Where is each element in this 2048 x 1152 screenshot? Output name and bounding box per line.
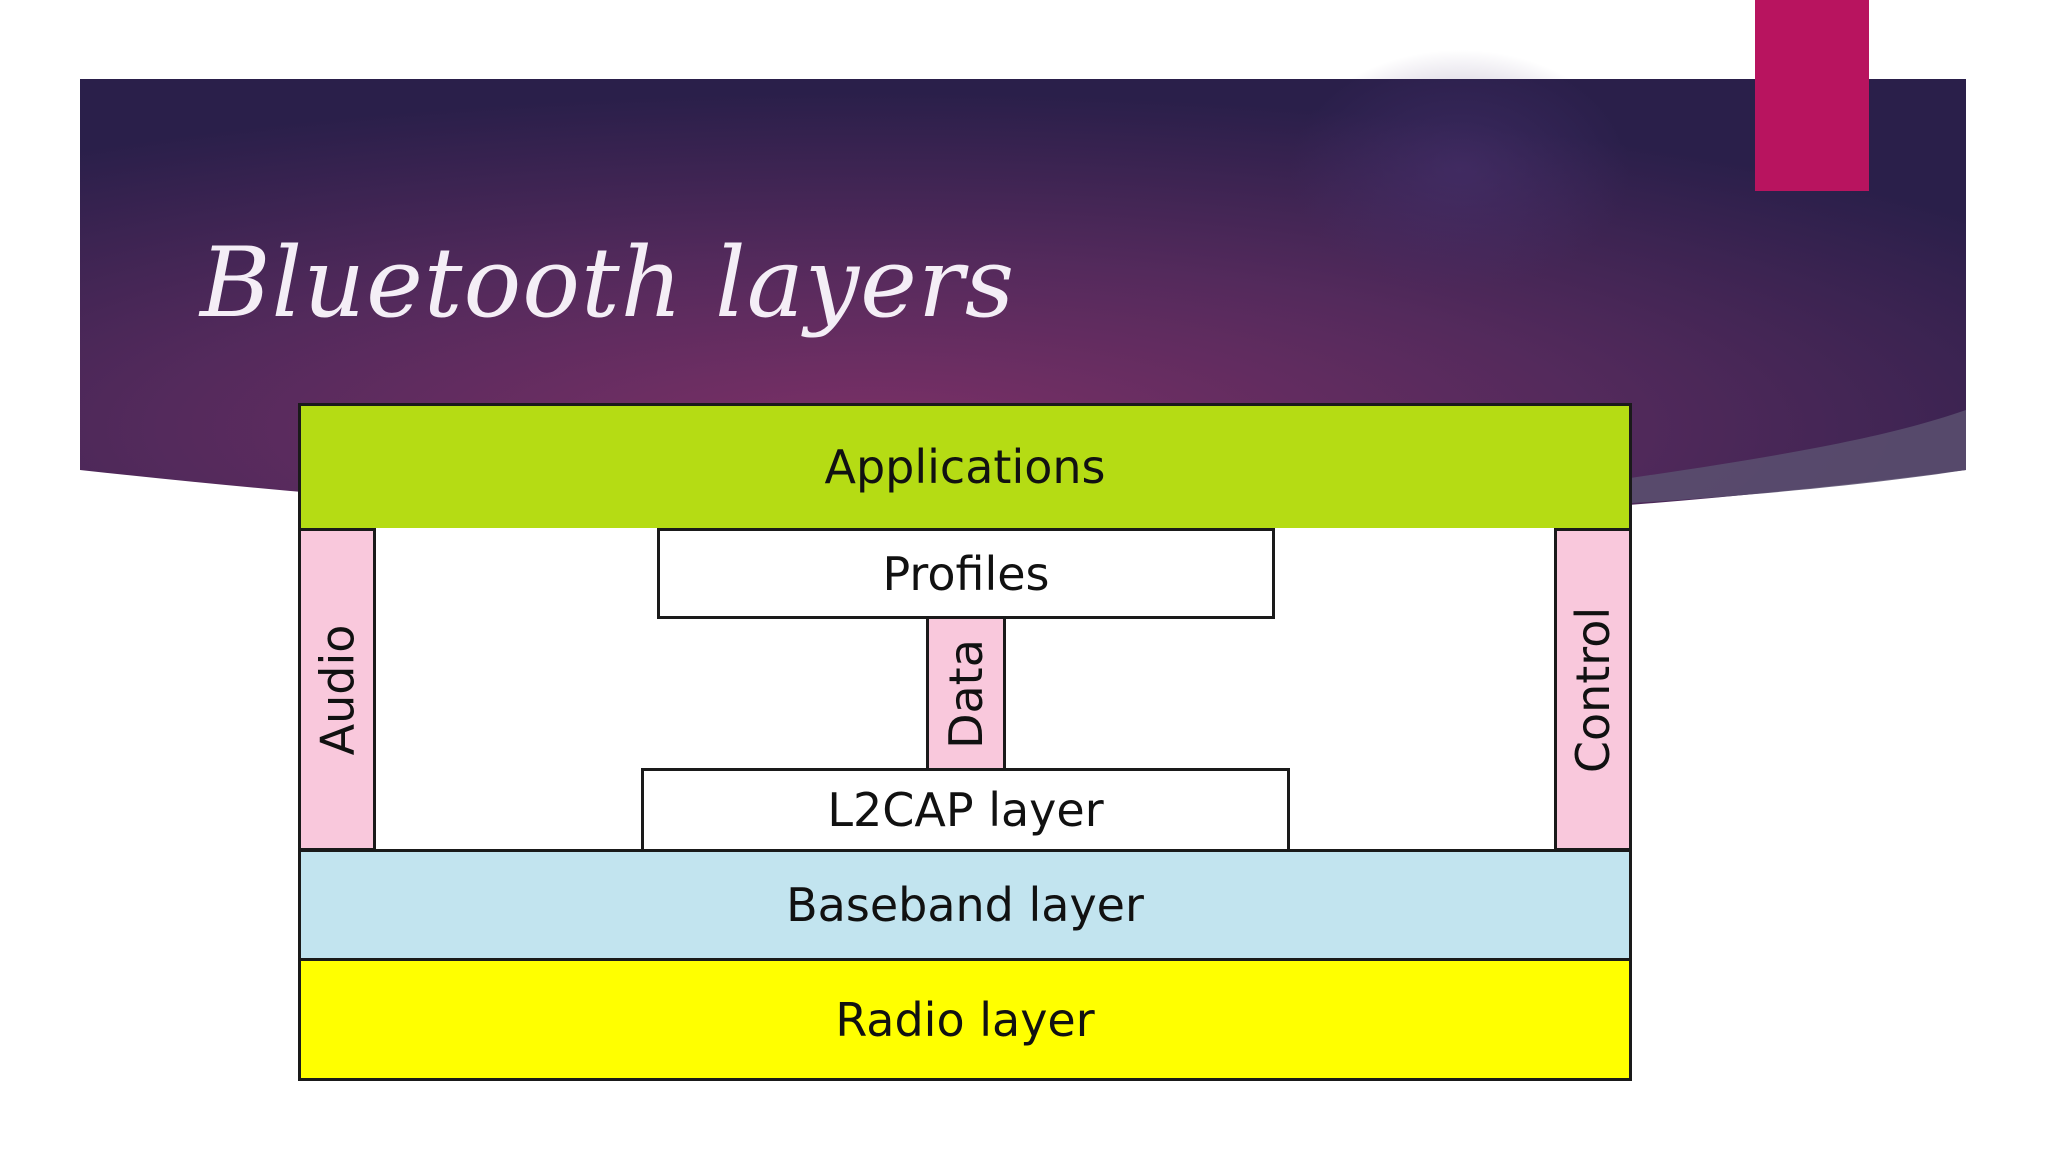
bluetooth-layer-diagram: Applications Audio Control Profiles Data…	[298, 403, 1632, 1081]
data-channel: Data	[926, 616, 1006, 771]
applications-layer: Applications	[298, 403, 1632, 531]
banner-glow	[1290, 50, 1630, 290]
banner-swoosh	[1560, 410, 1966, 506]
audio-label: Audio	[310, 624, 364, 755]
audio-channel: Audio	[298, 528, 376, 851]
data-label: Data	[939, 638, 993, 749]
l2cap-layer: L2CAP layer	[641, 768, 1290, 852]
control-channel: Control	[1554, 528, 1632, 851]
profiles-layer: Profiles	[657, 528, 1275, 619]
accent-tab	[1755, 0, 1869, 191]
radio-layer: Radio layer	[298, 958, 1632, 1081]
control-label: Control	[1566, 606, 1620, 773]
baseband-layer: Baseband layer	[298, 849, 1632, 961]
slide-title: Bluetooth layers	[200, 227, 1016, 339]
